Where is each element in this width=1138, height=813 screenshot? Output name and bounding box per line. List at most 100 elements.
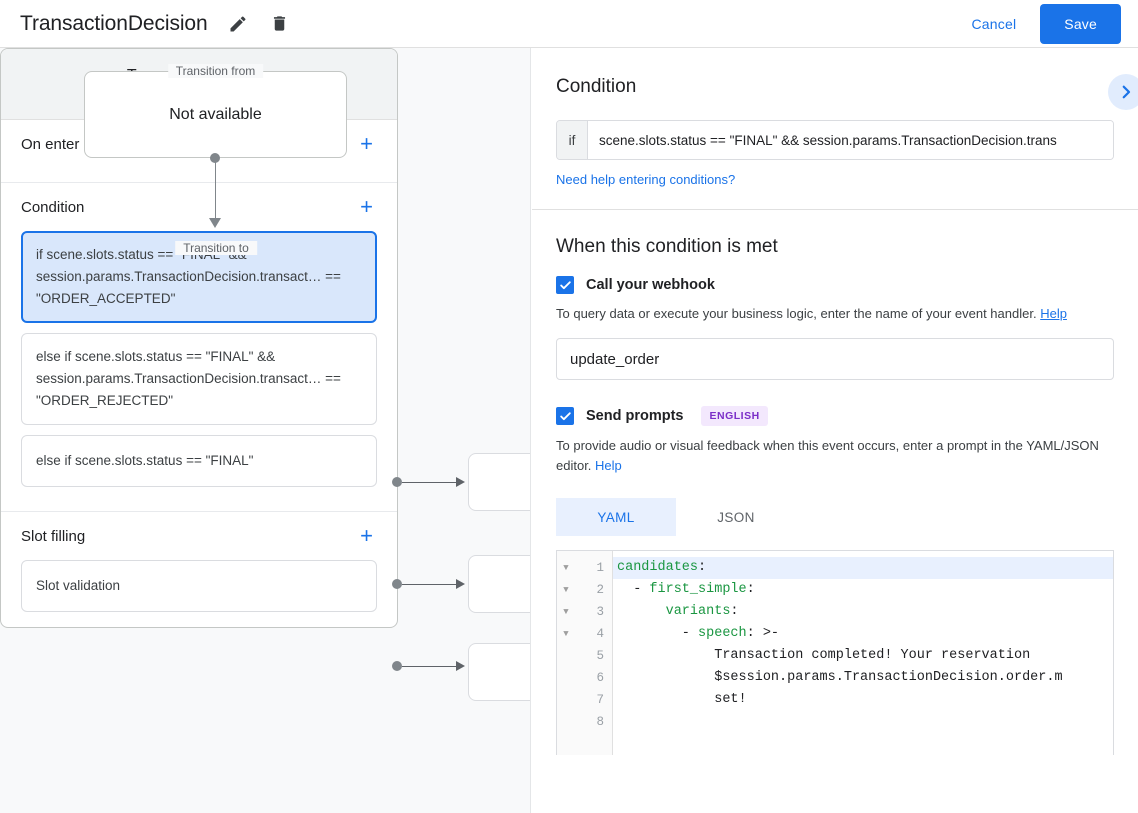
chevron-right-icon[interactable] — [1108, 74, 1138, 110]
trash-icon-svg — [274, 16, 286, 31]
condition-0-arrowhead — [456, 476, 465, 487]
webhook-handler-input[interactable] — [556, 338, 1114, 380]
condition-0-connector-line — [402, 481, 458, 483]
section-slot-filling: Slot filling + Slot validation — [1, 512, 397, 627]
condition-if-label: if — [557, 121, 588, 159]
webhook-description: To query data or execute your business l… — [556, 304, 1114, 324]
condition-1-target-box[interactable] — [468, 555, 530, 613]
top-bar: TransactionDecision Cancel Save — [0, 0, 1138, 48]
code-token: - — [617, 582, 650, 597]
details-panel: Condition if Need help entering conditio… — [532, 48, 1138, 813]
transition-from-legend: Transition from — [167, 64, 264, 78]
trash-icon[interactable] — [268, 12, 292, 36]
canvas-inner: Transition from Not available Transactio… — [0, 48, 530, 813]
code-token: $session.params.TransactionDecision.orde… — [617, 670, 1063, 685]
code-token: set! — [617, 692, 747, 707]
topbar-actions: Cancel Save — [958, 0, 1121, 48]
code-token — [617, 604, 666, 619]
code-token: Transaction completed! Your reservation — [617, 648, 1031, 663]
editor-gutter-row: ▼4 — [557, 623, 612, 645]
webhook-description-text: To query data or execute your business l… — [556, 306, 1037, 321]
transition-to-card[interactable]: TransactionDecision Scene On enter + Con… — [0, 48, 398, 628]
editor-code-line: - first_simple: — [613, 579, 1113, 601]
prompts-checkbox[interactable] — [556, 407, 574, 425]
transition-from-card[interactable]: Transition from Not available — [84, 64, 347, 158]
section-on-enter-head: On enter + — [21, 120, 377, 168]
scene-graph-canvas[interactable]: Transition from Not available Transactio… — [0, 48, 531, 813]
add-slot-filling-button[interactable]: + — [360, 523, 373, 548]
code-token: : — [698, 560, 707, 575]
condition-if-row: if — [556, 120, 1114, 160]
fold-arrow-icon[interactable]: ▼ — [563, 629, 569, 639]
editor-gutter-row: ▼2 — [557, 579, 612, 601]
editor-code-line: set! — [613, 689, 1113, 711]
transition-from-value: Not available — [169, 105, 262, 123]
transition-to-legend: Transition to — [175, 241, 257, 255]
condition-expression-input[interactable] — [588, 121, 1113, 159]
section-condition-head: Condition + — [21, 183, 377, 231]
condition-0-connector-dot — [392, 477, 402, 487]
condition-2-connector-line — [402, 665, 458, 667]
code-token: speech — [698, 626, 747, 641]
webhook-checkbox[interactable] — [556, 276, 574, 294]
fold-arrow-icon[interactable]: ▼ — [563, 563, 569, 573]
editor-gutter-row: ▼1 — [557, 557, 612, 579]
editor-line-number: 1 — [596, 561, 604, 575]
code-token: candidates — [617, 560, 699, 575]
prompts-label: Send prompts — [586, 408, 684, 424]
condition-item-0[interactable]: if scene.slots.status == "FINAL" && sess… — [21, 231, 377, 323]
editor-gutter-row: 7 — [557, 689, 612, 711]
editor-gutter-row: 5 — [557, 645, 612, 667]
editor-code-line: variants: — [613, 601, 1113, 623]
slot-validation-item[interactable]: Slot validation — [21, 560, 377, 612]
editor-code-line — [613, 711, 1113, 733]
condition-item-2[interactable]: else if scene.slots.status == "FINAL" — [21, 435, 377, 487]
prompts-description-text: To provide audio or visual feedback when… — [556, 438, 1099, 473]
editor-line-number: 8 — [596, 715, 604, 729]
fold-arrow-icon[interactable]: ▼ — [563, 585, 569, 595]
tab-yaml[interactable]: YAML — [556, 498, 676, 536]
panel-condition-section: Condition if Need help entering conditio… — [532, 48, 1138, 210]
tab-json[interactable]: JSON — [717, 509, 755, 525]
section-on-enter-title: On enter — [21, 135, 80, 153]
webhook-help-link[interactable]: Help — [1040, 306, 1067, 321]
prompts-checkbox-row: Send prompts ENGLISH — [556, 406, 1114, 426]
condition-0-target-box[interactable] — [468, 453, 530, 511]
editor-code-area[interactable]: candidates: - first_simple: variants: - … — [613, 551, 1113, 755]
add-condition-button[interactable]: + — [360, 194, 373, 219]
section-on-enter: On enter + — [1, 120, 397, 183]
condition-2-connector-dot — [392, 661, 402, 671]
editor-line-number: 4 — [596, 627, 604, 641]
code-token: first_simple — [649, 582, 747, 597]
webhook-checkbox-row: Call your webhook — [556, 276, 1114, 294]
prompts-help-link[interactable]: Help — [595, 458, 622, 473]
editor-format-tabs: YAML JSON — [556, 498, 1114, 536]
condition-help-link[interactable]: Need help entering conditions? — [556, 172, 736, 187]
editor-gutter-row: 6 — [557, 667, 612, 689]
section-slot-filling-head: Slot filling + — [21, 512, 377, 560]
condition-item-1[interactable]: else if scene.slots.status == "FINAL" &&… — [21, 333, 377, 425]
editor-code-line: - speech: >- — [613, 623, 1113, 645]
add-on-enter-button[interactable]: + — [360, 131, 373, 156]
panel-when-met-section: When this condition is met Call your web… — [532, 210, 1138, 755]
connector-arrowhead-down — [208, 218, 221, 228]
fold-arrow-icon[interactable]: ▼ — [563, 607, 569, 617]
language-badge: ENGLISH — [701, 406, 768, 426]
code-token: variants — [665, 604, 731, 619]
when-met-title: When this condition is met — [556, 236, 778, 257]
pencil-icon[interactable] — [226, 12, 250, 36]
condition-2-target-box[interactable] — [468, 643, 530, 701]
editor-code-line: candidates: — [613, 557, 1113, 579]
cancel-button[interactable]: Cancel — [958, 8, 1031, 40]
pencil-icon-svg — [230, 15, 246, 31]
editor-gutter-row: 8 — [557, 711, 612, 733]
webhook-label: Call your webhook — [586, 277, 715, 293]
prompts-description: To provide audio or visual feedback when… — [556, 436, 1114, 476]
chevron-right-icon-svg — [1122, 85, 1131, 99]
connector-vertical-line — [214, 158, 216, 220]
panel-condition-title: Condition — [556, 76, 637, 97]
editor-line-number: 7 — [596, 693, 604, 707]
save-button[interactable]: Save — [1040, 4, 1121, 44]
code-token: : — [730, 604, 739, 619]
